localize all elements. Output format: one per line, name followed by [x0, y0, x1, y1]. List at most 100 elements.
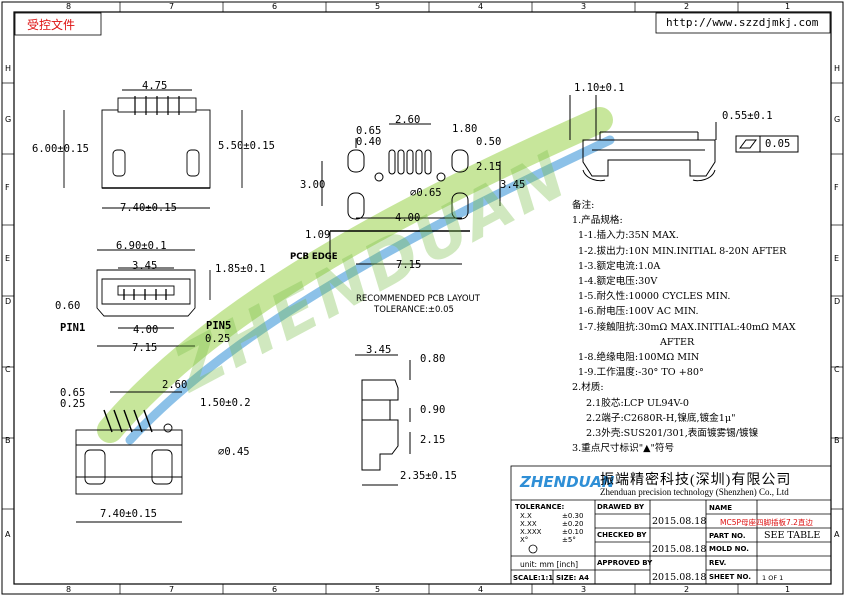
- border-right-h: H: [834, 64, 841, 73]
- border-left-g: G: [5, 115, 12, 124]
- size-label: SIZE: A4: [556, 574, 590, 582]
- border-top-8: 8: [66, 2, 72, 11]
- pcb-dim-3-00: 3.00: [300, 179, 326, 191]
- note-line: 2.材质:: [572, 382, 604, 394]
- note-line: 1-5.耐久性:10000 CYCLES MIN.: [578, 291, 731, 303]
- border-right-d: D: [834, 297, 841, 306]
- company-logo: ZHENDUAN: [520, 473, 615, 491]
- dim-7-15-mid: 7.15: [132, 342, 158, 354]
- dim-0-25-mid: 0.25: [205, 333, 231, 345]
- note-line: 1-1.插入力:35N MAX.: [578, 230, 679, 242]
- border-right-a: A: [834, 530, 840, 539]
- mold-no-label: MOLD NO.: [709, 545, 749, 553]
- note-line: 1-9.工作温度:-30° TO +80°: [578, 367, 704, 379]
- border-bottom-7: 7: [169, 585, 175, 594]
- pcb-dim-7-15: 7.15: [396, 259, 422, 271]
- border-right-b: B: [834, 436, 840, 445]
- border-right-c: C: [834, 365, 840, 374]
- dim-7-40-bottom: 7.40±0.15: [100, 508, 157, 520]
- pin1-label: PIN1: [60, 322, 86, 334]
- border-top-7: 7: [169, 2, 175, 11]
- name-value: MC5P母座四脚插板7.2直边: [720, 518, 813, 527]
- side-dim-2-15: 2.15: [420, 434, 446, 446]
- note-line: 2.3外壳:SUS201/301,表面镀雾锡/镀镍: [586, 428, 759, 440]
- spec-notes: 备注: 1.产品规格: 1-1.插入力:35N MAX. 1-2.拔出力:10N…: [572, 198, 796, 456]
- pcb-dim-2-60: 2.60: [395, 114, 421, 126]
- border-top-3: 3: [581, 2, 587, 11]
- border-right-e: E: [834, 254, 840, 263]
- dim-1-50: 1.50±0.2: [200, 397, 251, 409]
- dim-6-90: 6.90±0.1: [116, 240, 167, 252]
- pin5-label: PIN5: [206, 320, 232, 332]
- note-line: AFTER: [660, 336, 695, 348]
- dim-0-25-bl: 0.25: [60, 398, 86, 410]
- side-dim-3-45: 3.45: [366, 344, 392, 356]
- border-right-f: F: [834, 183, 839, 192]
- border-bottom-2: 2: [684, 585, 690, 594]
- side-dim-0-90: 0.90: [420, 404, 446, 416]
- right-dim-1-10: 1.10±0.1: [574, 82, 625, 94]
- tol-row-val: ±5°: [562, 536, 576, 544]
- sheet-no-label: SHEET NO.: [709, 573, 751, 581]
- company-name-en: Zhenduan precision technology (Shenzhen)…: [600, 487, 789, 497]
- part-no-label: PART NO.: [709, 532, 746, 540]
- pcb-dim-1-09: 1.09: [305, 229, 331, 241]
- company-name-cn: 振端精密科技(深圳)有限公司: [600, 473, 792, 488]
- pcb-dim-4-00: 4.00: [395, 212, 421, 224]
- border-left-e: E: [5, 254, 11, 263]
- sheet-no-value: 1 OF 1: [762, 574, 784, 582]
- border-top-4: 4: [478, 2, 484, 11]
- note-line: 2.1胶芯:LCP UL94V-0: [586, 397, 689, 409]
- company-url[interactable]: http://www.szzdjmkj.com: [666, 16, 819, 29]
- drawed-by-label: DRAWED BY: [597, 503, 645, 511]
- dim-4-00-mid: 4.00: [133, 324, 159, 336]
- flatness-value: 0.05: [765, 138, 791, 150]
- border-top-5: 5: [375, 2, 381, 11]
- tol-row-key: X.XX: [520, 520, 537, 528]
- dim-4-75: 4.75: [142, 80, 168, 92]
- note-line: 1-7.接触阻抗:30mΩ MAX.INITIAL:40mΩ MAX: [578, 321, 796, 333]
- part-no-value: SEE TABLE: [764, 530, 821, 541]
- rev-label: REV.: [709, 559, 727, 567]
- border-left-f: F: [5, 183, 10, 192]
- pcb-edge-label: PCB EDGE: [290, 252, 338, 262]
- mid-left-view: [96, 249, 211, 347]
- tol-row-val: ±0.10: [562, 528, 584, 536]
- pcb-dim-0-65: 0.65: [356, 125, 382, 137]
- border-bottom-6: 6: [272, 585, 278, 594]
- border-left-b: B: [5, 436, 11, 445]
- dim-1-85: 1.85±0.1: [215, 263, 266, 275]
- border-left-a: A: [5, 530, 11, 539]
- border-bottom-5: 5: [375, 585, 381, 594]
- scale-label: SCALE:1:1: [513, 574, 554, 582]
- approved-by-label: APPROVED BY: [597, 559, 653, 567]
- pcb-layout-title: RECOMMENDED PCB LAYOUT: [356, 294, 480, 304]
- note-line: 1-6.耐电压:100V AC MIN.: [578, 306, 699, 318]
- pcb-dim-3-45: 3.45: [500, 179, 526, 191]
- top-left-view: [63, 89, 243, 209]
- note-line: 1-8.绝缘电阻:100MΩ MIN: [578, 352, 700, 364]
- approved-date: 2015.08.18: [652, 572, 707, 583]
- tol-row-val: ±0.30: [562, 512, 584, 520]
- pcb-dim-0-50: 0.50: [476, 136, 502, 148]
- dim-3-45-mid: 3.45: [132, 260, 158, 272]
- drawed-date: 2015.08.18: [652, 516, 707, 527]
- dim-0-65-bl: 0.65: [60, 387, 86, 399]
- tol-row-val: ±0.20: [562, 520, 584, 528]
- border-top-2: 2: [684, 2, 690, 11]
- watermark: [97, 107, 615, 445]
- dim-5-50: 5.50±0.15: [218, 140, 275, 152]
- border-bottom-8: 8: [66, 585, 72, 594]
- note-line: 1.产品规格:: [572, 215, 623, 227]
- pcb-dim-1-80: 1.80: [452, 123, 478, 135]
- note-line: 1-4.额定电压:30V: [578, 276, 658, 288]
- pcb-layout-view: [321, 123, 501, 265]
- dim-7-40-top: 7.40±0.15: [120, 202, 177, 214]
- controlled-doc-label: 受控文件: [27, 18, 76, 32]
- border-bottom-3: 3: [581, 585, 587, 594]
- note-line: 1-3.额定电流:1.0A: [578, 260, 661, 272]
- border-bottom-4: 4: [478, 585, 484, 594]
- dim-2-60-bl: 2.60: [162, 379, 188, 391]
- checked-date: 2015.08.18: [652, 544, 707, 555]
